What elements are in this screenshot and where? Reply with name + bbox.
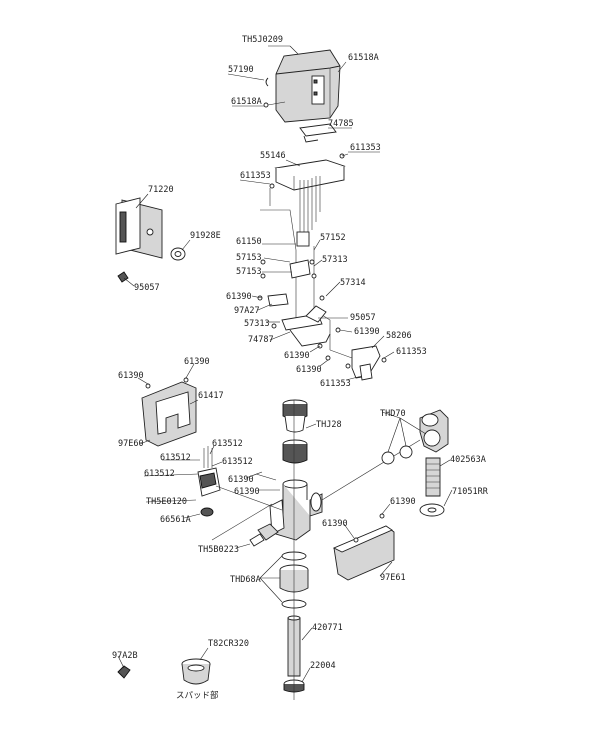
label-22004: 22004 <box>310 661 336 671</box>
label-611353-c: 611353 <box>396 347 427 357</box>
label-61518A-left: 61518A <box>231 97 262 107</box>
label-61390-c: 61390 <box>284 351 310 361</box>
label-71220: 71220 <box>148 185 174 195</box>
label-97E60: 97E60 <box>118 439 144 449</box>
label-57190: 57190 <box>228 65 254 75</box>
label-402563A: 402563A <box>450 455 486 465</box>
label-611353-b: 611353 <box>240 171 271 181</box>
label-74785: 74785 <box>328 119 354 129</box>
label-58206: 58206 <box>386 331 412 341</box>
label-61390-i: 61390 <box>390 497 416 507</box>
label-57153-b: 57153 <box>236 267 262 277</box>
bracket-icon <box>299 123 337 143</box>
label-61417: 61417 <box>198 391 224 401</box>
label-61390-d: 61390 <box>296 365 322 375</box>
label-THD68A: THD68A <box>230 575 261 585</box>
label-TH5J0209: TH5J0209 <box>242 35 283 45</box>
harness-icon <box>257 188 387 381</box>
label-61150: 61150 <box>236 237 262 247</box>
label-91928E: 91928E <box>190 231 221 241</box>
label-57314: 57314 <box>340 278 366 288</box>
label-57313-b: 57313 <box>244 319 270 329</box>
label-95057-a: 95057 <box>134 283 160 293</box>
label-66561A: 66561A <box>160 515 191 525</box>
label-61390-h: 61390 <box>234 487 260 497</box>
label-61390-j: 61390 <box>322 519 348 529</box>
right-cover-icon <box>332 513 395 581</box>
spud-icon <box>117 658 211 685</box>
label-61518A-top: 61518A <box>348 53 379 63</box>
flush-valve-icon <box>197 399 421 547</box>
label-THD70: THD70 <box>380 409 406 419</box>
label-TH5E0120: TH5E0120 <box>146 497 187 507</box>
leader-lines <box>117 45 453 683</box>
label-TH5B0223: TH5B0223 <box>198 545 239 555</box>
label-95057-b: 95057 <box>350 313 376 323</box>
label-613512-c: 613512 <box>222 457 253 467</box>
label-61390-a: 61390 <box>226 292 252 302</box>
label-611353-a: 611353 <box>350 143 381 153</box>
sensor-unit-icon <box>269 153 349 247</box>
label-57313-a: 57313 <box>322 255 348 265</box>
label-THJ28: THJ28 <box>316 420 342 430</box>
label-74787: 74787 <box>248 335 274 345</box>
label-T82CR320: T82CR320 <box>208 639 249 649</box>
pipe-icon <box>381 409 449 517</box>
label-61390-f: 61390 <box>118 371 144 381</box>
label-57153-a: 57153 <box>236 253 262 263</box>
label-97A27: 97A27 <box>234 306 260 316</box>
label-611353-d: 611353 <box>320 379 351 389</box>
label-61390-g: 61390 <box>228 475 254 485</box>
label-61390-e: 61390 <box>184 357 210 367</box>
label-61390-b: 61390 <box>354 327 380 337</box>
mounting-plate-icon <box>115 197 186 283</box>
label-55146: 55146 <box>260 151 286 161</box>
label-71051RR: 71051RR <box>452 487 489 497</box>
label-420771: 420771 <box>312 623 343 633</box>
label-57152: 57152 <box>320 233 346 243</box>
label-97E61: 97E61 <box>380 573 406 583</box>
label-613512-a: 613512 <box>212 439 243 449</box>
left-cover-icon <box>141 377 197 447</box>
label-613512-d: 613512 <box>144 469 175 479</box>
sensor-cover-icon <box>275 49 341 123</box>
label-97A2B: 97A2B <box>112 651 138 661</box>
label-spud: スパッド部 <box>176 690 219 701</box>
screw-icon <box>263 77 286 108</box>
lower-valve-icon <box>279 400 309 700</box>
label-613512-b: 613512 <box>160 453 191 463</box>
